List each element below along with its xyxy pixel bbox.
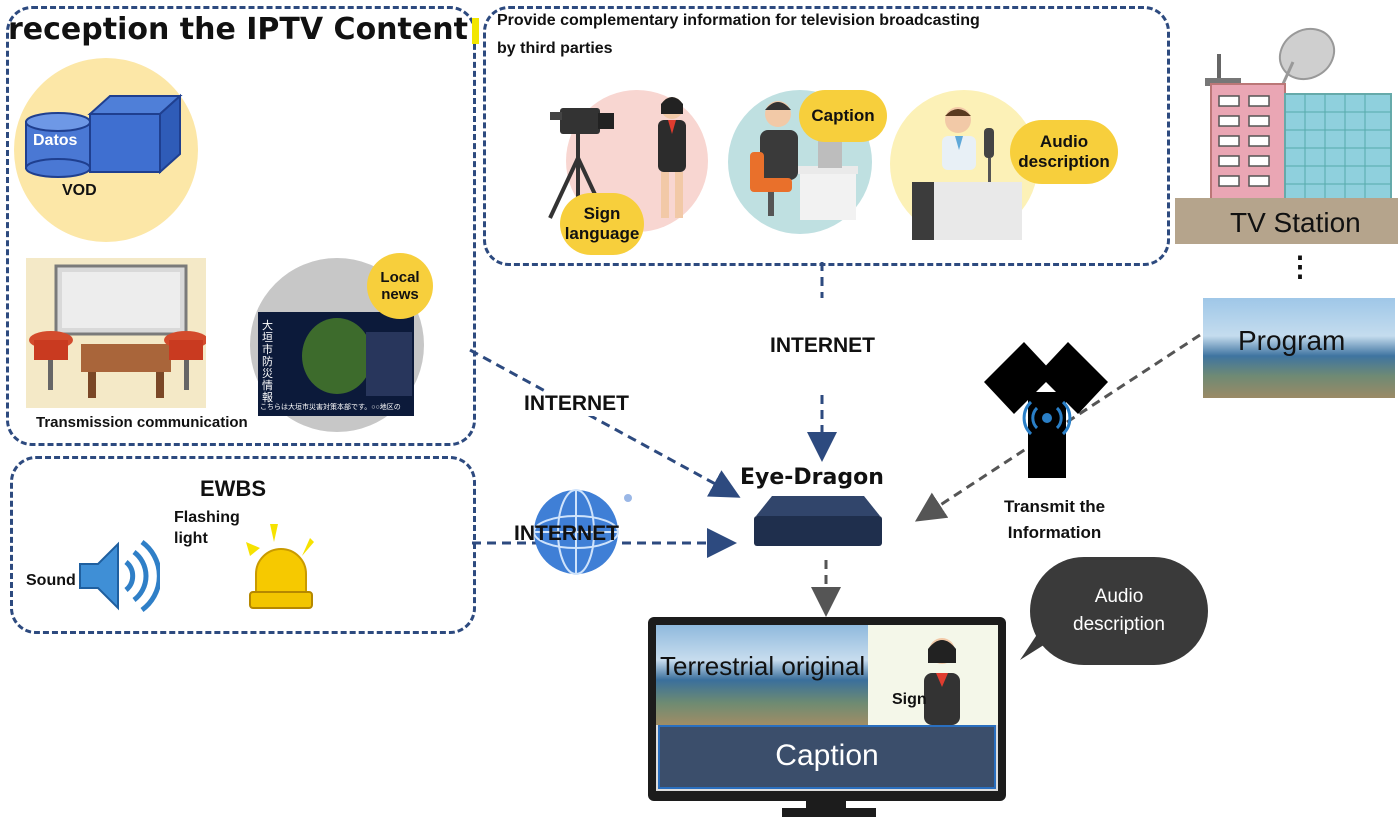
announcer-icon: [912, 107, 1022, 240]
vod-cube-icon: [87, 93, 183, 175]
caption-bar: Caption: [658, 725, 996, 789]
sound-label: Sound: [26, 572, 76, 589]
local-news-label: Local news: [380, 268, 420, 303]
audio-description-bubble: Audio description: [1010, 120, 1118, 184]
sign-language-bubble: Sign language: [560, 193, 644, 255]
caption-operator-icon: [750, 101, 858, 220]
caption-bubble: Caption: [799, 90, 887, 142]
speech-bubble: Audio description: [1030, 557, 1208, 665]
caption-bar-label: Caption: [775, 739, 879, 772]
monitor-base: [782, 808, 876, 817]
ewbs-box: [10, 456, 476, 634]
third-party-title-line1: Provide complementary information for te…: [497, 12, 980, 29]
terrestrial-original-label: Terrestrial original: [660, 651, 866, 681]
monitor-screen: Terrestrial original Sign Caption: [656, 625, 998, 791]
vod-badge-label: Datos: [33, 132, 78, 149]
caption-bubble-label: Caption: [811, 106, 875, 126]
news-ticker: こちらは大垣市災害対策本部です。○○地区の: [260, 404, 401, 411]
iptv-content-box: [6, 6, 476, 446]
third-party-box: [483, 6, 1170, 266]
flashing-light-label: Flashing light: [174, 509, 240, 547]
warning-light-icon: [246, 524, 314, 609]
tv-station-label: TV Station: [1230, 207, 1361, 238]
tv-station-building-icon: [1175, 27, 1398, 244]
third-party-title-line2: by third parties: [497, 40, 613, 57]
news-tree: [302, 318, 372, 394]
title-highlight-mark: [472, 18, 479, 44]
speaker-icon: [79, 539, 160, 613]
signer-woman-icon: [658, 97, 686, 218]
transmitter-antenna-icon: [984, 342, 1108, 478]
ewbs-title: EWBS: [200, 476, 266, 501]
vod-label: VOD: [62, 182, 97, 199]
globe-icon: [533, 489, 632, 575]
internet-label-left: INTERNET: [524, 392, 629, 416]
database-icon: [25, 112, 91, 178]
arrow-program-to-device: [914, 333, 1201, 522]
sign-interpreter-icon: [924, 638, 960, 725]
local-news-bubble: Local news: [367, 253, 433, 319]
arrow-iptv-to-device: [469, 348, 741, 498]
internet-label-globe: INTERNET: [514, 522, 619, 545]
station-dots: ⋮: [1286, 251, 1314, 282]
iptv-title: reception the IPTV Content: [8, 12, 468, 47]
news-screen: 大垣市防災情報 こちらは大垣市災害対策本部です。○○地区の: [258, 312, 414, 416]
news-building: [366, 332, 412, 396]
program-label: Program: [1238, 325, 1346, 356]
news-sign-text: 大垣市防災情報: [262, 320, 273, 404]
internet-label-top: INTERNET: [770, 334, 875, 358]
sign-language-label: Sign language: [564, 204, 640, 243]
conference-room-illustration: [26, 258, 206, 408]
eye-dragon-device-icon: [754, 496, 882, 546]
transmit-information-label: Transmit the Information: [1004, 497, 1106, 542]
tv-monitor: Terrestrial original Sign Caption: [648, 617, 1006, 801]
eye-dragon-label: Eye-Dragon: [740, 465, 884, 490]
audio-description-label: Audio description: [1018, 132, 1110, 171]
terrestrial-video: [656, 625, 868, 725]
transmission-communication-label: Transmission communication: [36, 414, 248, 431]
program-image: [1203, 298, 1395, 398]
sign-label: Sign: [892, 691, 927, 708]
speech-bubble-label: Audio description: [1073, 585, 1165, 636]
